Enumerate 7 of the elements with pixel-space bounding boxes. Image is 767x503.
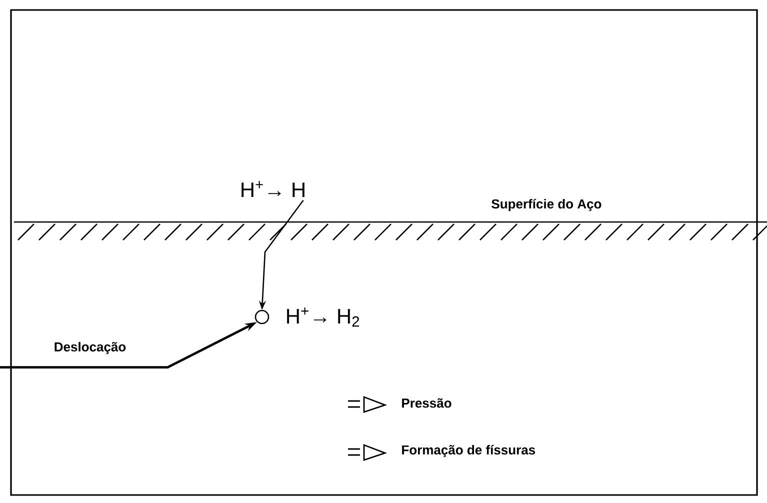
circle-symbol bbox=[254, 310, 270, 324]
text-label: Pressão bbox=[402, 398, 452, 408]
text-label: Deslocação bbox=[54, 342, 126, 354]
text-label: Formação de físsuras bbox=[402, 444, 536, 458]
formula-label: H$^{+}$→ H bbox=[242, 181, 304, 197]
text-label: Superfície do Aço bbox=[492, 198, 602, 212]
formula-label: H$^{+}$→ H$_{2}$ bbox=[287, 307, 360, 327]
